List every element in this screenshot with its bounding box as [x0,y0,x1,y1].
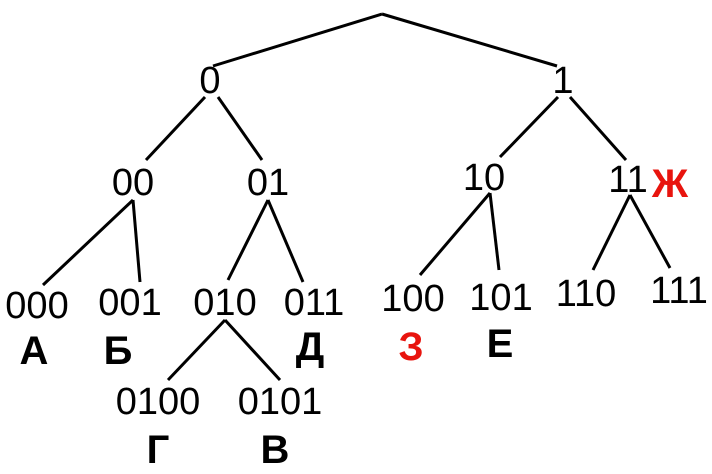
edge-root-1 [381,12,558,68]
edge-01-011 [266,199,305,283]
leaf-letters: А Б Д З Е Ж Г В [20,162,689,472]
node-000: 000 [5,285,68,327]
node-0101: 0101 [238,381,323,423]
letter-b: Б [104,329,133,373]
tree-edges [41,12,672,382]
node-111: 111 [650,270,708,312]
edge-010-0101 [223,318,282,382]
letter-zh: Ж [651,162,689,206]
node-11: 11 [608,159,647,201]
node-0100: 0100 [116,381,201,423]
edge-010-0100 [166,318,227,382]
edge-10-101 [488,192,501,271]
edge-10-100 [418,192,492,276]
node-0: 0 [199,60,220,102]
letter-z: З [398,325,423,369]
node-00: 00 [112,162,154,204]
edge-11-110 [591,194,632,271]
node-10: 10 [463,157,505,199]
letter-e: Е [487,322,514,366]
edge-0-00 [144,95,207,162]
edge-root-0 [212,12,383,68]
node-100: 100 [381,278,444,320]
edge-1-10 [498,95,560,159]
node-110: 110 [556,273,617,315]
edge-1-11 [568,96,628,161]
edge-01-010 [226,199,270,281]
letter-a: А [20,329,49,373]
edge-00-001 [131,199,142,283]
letter-d: Д [296,325,325,369]
node-1: 1 [552,60,573,102]
node-01: 01 [247,162,289,204]
node-001: 001 [98,282,161,324]
node-010: 010 [193,282,256,324]
letter-v: В [261,428,290,472]
edge-11-111 [628,194,672,269]
node-labels: 0 1 00 01 10 11 000 001 010 011 100 101 … [5,60,708,423]
letter-g: Г [147,428,170,472]
node-011: 011 [284,282,345,324]
node-101: 101 [469,277,532,319]
edge-00-000 [41,198,135,287]
edge-0-01 [216,96,264,161]
